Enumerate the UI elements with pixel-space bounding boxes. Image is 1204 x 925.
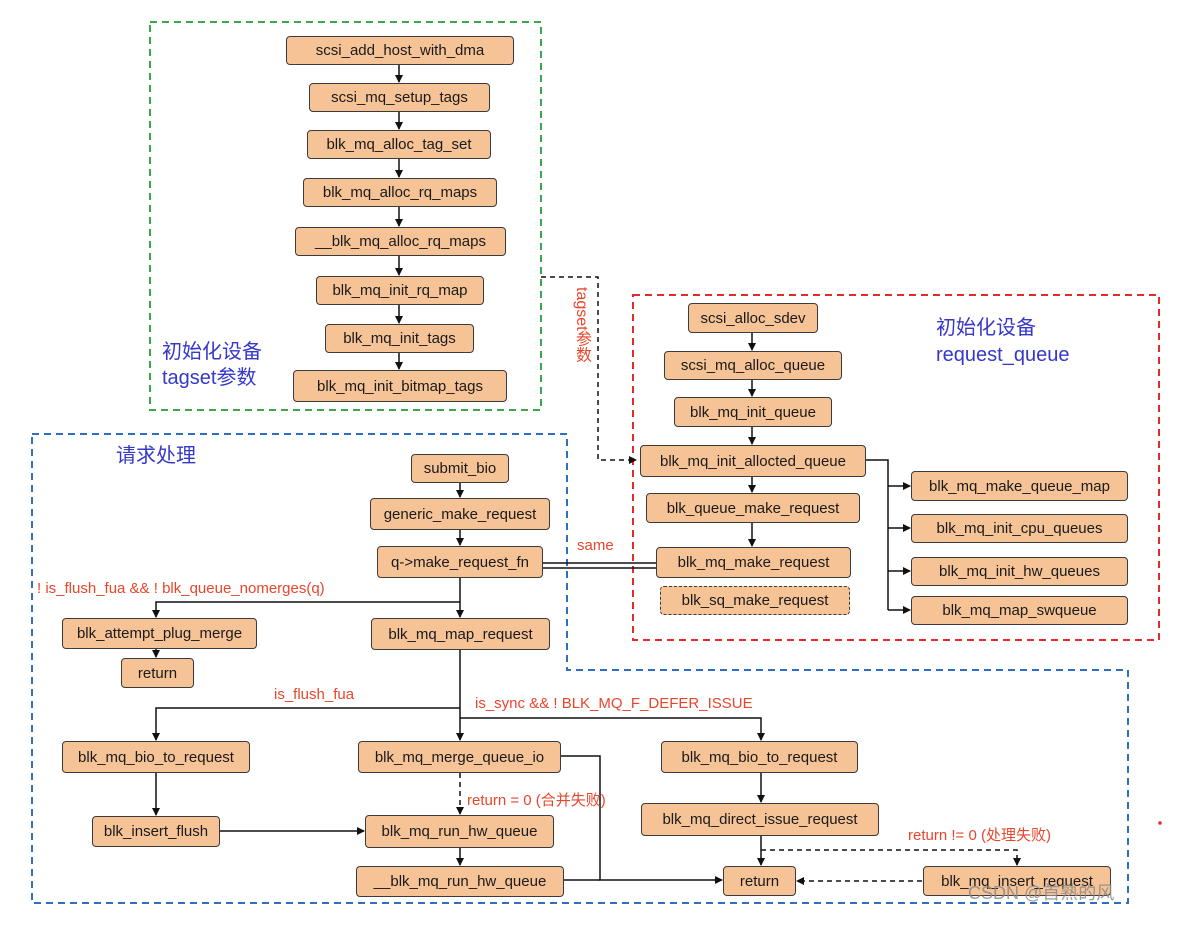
- node-blk-mq-run-hw-queue: blk_mq_run_hw_queue: [365, 815, 554, 848]
- node-blk-mq-init-rq-map: blk_mq_init_rq_map: [316, 276, 484, 305]
- node-q-make-request-fn: q->make_request_fn: [377, 546, 543, 578]
- node-blk-mq-insert-request: blk_mq_insert_request: [923, 866, 1111, 896]
- label-return-zero: return = 0 (合并失败): [467, 792, 606, 809]
- label-same: same: [577, 537, 614, 554]
- group-tagset-border: [149, 21, 542, 411]
- node-submit-bio: submit_bio: [411, 454, 509, 483]
- node-blk-mq-alloc-tag-set: blk_mq_alloc_tag_set: [307, 130, 491, 159]
- node-underscore-blk-mq-alloc-rq-maps: __blk_mq_alloc_rq_maps: [295, 227, 506, 256]
- node-blk-mq-alloc-rq-maps: blk_mq_alloc_rq_maps: [303, 178, 497, 207]
- node-scsi-mq-setup-tags: scsi_mq_setup_tags: [309, 83, 490, 112]
- label-is-sync: is_sync && ! BLK_MQ_F_DEFER_ISSUE: [475, 695, 753, 712]
- request-group-title: 请求处理: [116, 445, 196, 467]
- node-return-plug: return: [121, 658, 194, 688]
- node-underscore-blk-mq-run-hw-queue: __blk_mq_run_hw_queue: [356, 866, 564, 897]
- queue-group-title-line2: request_queue: [936, 344, 1070, 366]
- label-return-nonzero: return != 0 (处理失败): [908, 827, 1051, 844]
- node-blk-mq-init-queue: blk_mq_init_queue: [674, 397, 832, 427]
- node-blk-mq-map-swqueue: blk_mq_map_swqueue: [911, 596, 1128, 625]
- label-is-flush-fua: is_flush_fua: [274, 686, 355, 703]
- node-blk-queue-make-request: blk_queue_make_request: [646, 493, 860, 523]
- node-blk-mq-init-bitmap-tags: blk_mq_init_bitmap_tags: [293, 370, 507, 402]
- queue-group-title-line1: 初始化设备: [936, 317, 1036, 339]
- label-not-flush-nomerges: ! is_flush_fua && ! blk_queue_nomerges(q…: [37, 580, 325, 597]
- node-blk-attempt-plug-merge: blk_attempt_plug_merge: [62, 618, 257, 649]
- label-tagset-param: tagset参数: [573, 287, 590, 363]
- node-blk-insert-flush: blk_insert_flush: [92, 816, 220, 847]
- node-blk-mq-init-tags: blk_mq_init_tags: [325, 324, 474, 353]
- node-blk-mq-init-hw-queues: blk_mq_init_hw_queues: [911, 557, 1128, 586]
- node-blk-mq-init-allocted-queue: blk_mq_init_allocted_queue: [640, 445, 866, 477]
- tagset-group-title-line2: tagset参数: [162, 367, 257, 389]
- tagset-group-title-line1: 初始化设备: [162, 341, 262, 363]
- group-request-queue-border: [632, 294, 1160, 641]
- node-blk-mq-init-cpu-queues: blk_mq_init_cpu_queues: [911, 514, 1128, 543]
- watermark: CSDN @首熟的风: [968, 883, 1115, 903]
- node-blk-mq-make-queue-map: blk_mq_make_queue_map: [911, 471, 1128, 501]
- node-blk-mq-bio-to-request-right: blk_mq_bio_to_request: [661, 741, 858, 773]
- node-blk-mq-map-request: blk_mq_map_request: [371, 618, 550, 650]
- node-scsi-mq-alloc-queue: scsi_mq_alloc_queue: [664, 351, 842, 380]
- stray-dot: [1158, 821, 1162, 825]
- node-scsi-add-host-with-dma: scsi_add_host_with_dma: [286, 36, 514, 65]
- node-generic-make-request: generic_make_request: [370, 498, 550, 530]
- node-blk-mq-make-request: blk_mq_make_request: [656, 547, 851, 578]
- node-scsi-alloc-sdev: scsi_alloc_sdev: [688, 303, 818, 333]
- group-request-processing-border: [31, 433, 1129, 904]
- node-blk-sq-make-request: blk_sq_make_request: [660, 586, 850, 615]
- node-blk-mq-bio-to-request-left: blk_mq_bio_to_request: [62, 741, 250, 773]
- node-return-final: return: [723, 866, 796, 896]
- node-blk-mq-direct-issue-request: blk_mq_direct_issue_request: [641, 803, 879, 836]
- node-blk-mq-merge-queue-io: blk_mq_merge_queue_io: [358, 741, 561, 773]
